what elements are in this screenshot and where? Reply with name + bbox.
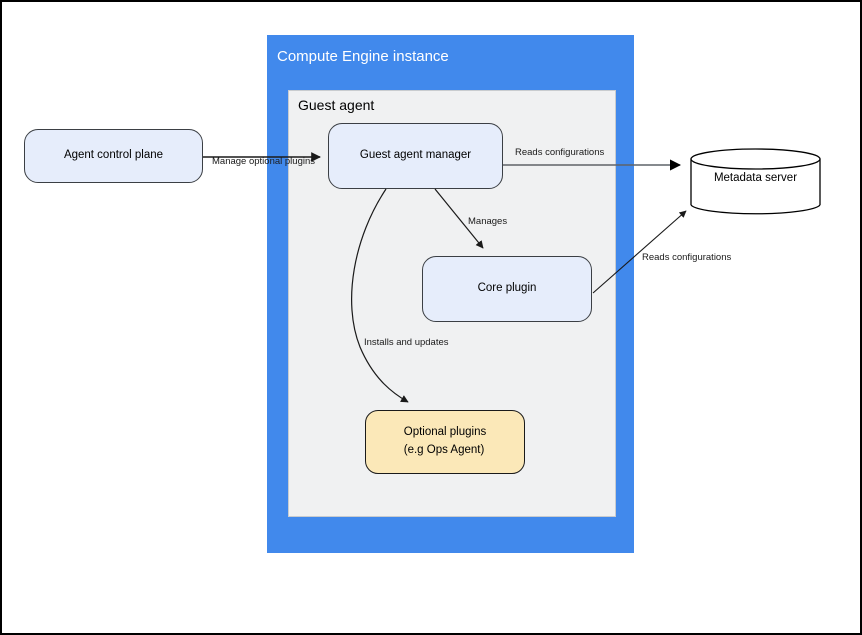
node-core-plugin[interactable]: Core plugin	[422, 256, 592, 322]
edge-label-reads-configurations-core: Reads configurations	[642, 252, 732, 263]
edge-label-installs-and-updates: Installs and updates	[364, 337, 449, 348]
edge-label-reads-configurations-manager: Reads configurations	[515, 147, 605, 158]
edge-label-manages: Manages	[468, 216, 508, 227]
edge-label-manage-optional-plugins: Manage optional plugins	[212, 156, 315, 167]
node-optional-plugins[interactable]: Optional plugins (e.g Ops Agent)	[365, 410, 525, 474]
compute-engine-instance-label: Compute Engine instance	[277, 48, 449, 65]
node-metadata-server[interactable]: Metadata server	[690, 148, 821, 216]
optional-plugins-label-line1: Optional plugins	[403, 426, 487, 439]
node-agent-control-plane[interactable]: Agent control plane	[24, 129, 203, 183]
agent-control-plane-label: Agent control plane	[63, 149, 164, 162]
cylinder-shape	[690, 148, 821, 215]
node-guest-agent-manager[interactable]: Guest agent manager	[328, 123, 503, 189]
guest-agent-label: Guest agent	[298, 97, 375, 113]
optional-plugins-label-block: Optional plugins (e.g Ops Agent)	[404, 424, 486, 460]
core-plugin-label: Core plugin	[477, 282, 537, 295]
guest-agent-manager-label: Guest agent manager	[359, 149, 472, 162]
metadata-server-label: Metadata server	[713, 172, 798, 184]
optional-plugins-label-line2: (e.g Ops Agent)	[403, 444, 485, 456]
